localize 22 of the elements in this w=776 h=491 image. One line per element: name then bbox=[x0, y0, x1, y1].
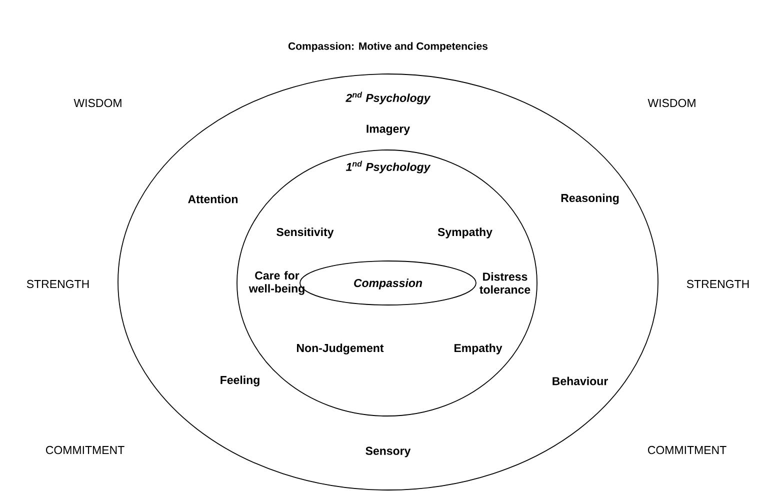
corner-label: WISDOM bbox=[74, 98, 122, 108]
competency-label: Empathy bbox=[454, 344, 502, 354]
competency-label: Attention bbox=[188, 194, 238, 204]
competency-label: Sympathy bbox=[438, 228, 492, 238]
heading: 1$^{nd}$ Psychology bbox=[346, 160, 431, 174]
corner-label: STRENGTH bbox=[686, 280, 749, 288]
competency-label: Feeling bbox=[220, 376, 260, 386]
center-label: Compassion bbox=[354, 278, 422, 290]
title: Compassion: Motive and Competencies bbox=[288, 42, 488, 52]
competency-label: Distress tolerance bbox=[480, 272, 530, 294]
competency-label: Reasoning bbox=[561, 194, 619, 204]
competency-label: Non-Judgement bbox=[297, 344, 384, 354]
corner-label: COMMITMENT bbox=[46, 446, 124, 454]
competency-label: Imagery bbox=[366, 124, 410, 136]
heading: 2$^{nd}$ Psychology bbox=[346, 92, 431, 104]
corner-label: WISDOM bbox=[648, 98, 696, 108]
competency-label: Behaviour bbox=[552, 376, 608, 386]
competency-label: Sensitivity bbox=[276, 228, 334, 238]
competency-label: Care for well-being bbox=[248, 271, 304, 295]
corner-label: COMMITMENT bbox=[648, 446, 726, 454]
competency-label: Sensory bbox=[366, 446, 411, 458]
corner-label: STRENGTH bbox=[26, 280, 89, 288]
